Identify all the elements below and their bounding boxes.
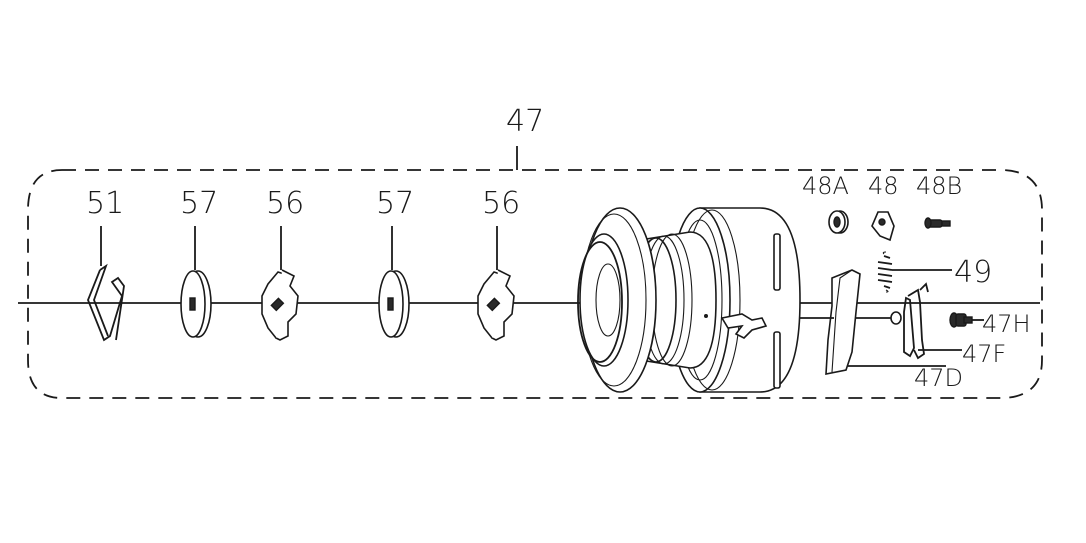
label-57a: 57 — [180, 186, 218, 221]
label-51: 51 — [86, 186, 124, 221]
part-48a-bushing — [828, 210, 849, 234]
spool-assembly — [577, 207, 801, 393]
label-47d: 47D — [914, 364, 963, 392]
label-48a: 48A — [802, 172, 849, 200]
part-51-wire-clip — [87, 263, 125, 342]
assembly-boundary — [27, 169, 1043, 399]
part-48b-screw — [924, 217, 951, 229]
part-48-link-plate — [871, 211, 895, 242]
label-47: 47 — [506, 104, 544, 139]
part-47f-spring-wire — [903, 282, 929, 360]
label-56b: 56 — [482, 186, 520, 221]
label-47h: 47H — [982, 310, 1031, 338]
label-49: 49 — [954, 255, 992, 290]
part-47h-screw — [949, 312, 973, 328]
part-57-washer-b — [378, 270, 410, 338]
label-57b: 57 — [376, 186, 414, 221]
label-56a: 56 — [266, 186, 304, 221]
part-56-drag-washer-a — [261, 269, 299, 341]
part-49-coil-spring — [877, 251, 893, 293]
label-48: 48 — [868, 172, 899, 200]
label-48b: 48B — [916, 172, 962, 200]
part-57-washer-a — [180, 270, 212, 338]
label-47f: 47F — [962, 340, 1006, 368]
part-56-drag-washer-b — [477, 269, 515, 341]
part-47d-lever — [800, 269, 902, 375]
